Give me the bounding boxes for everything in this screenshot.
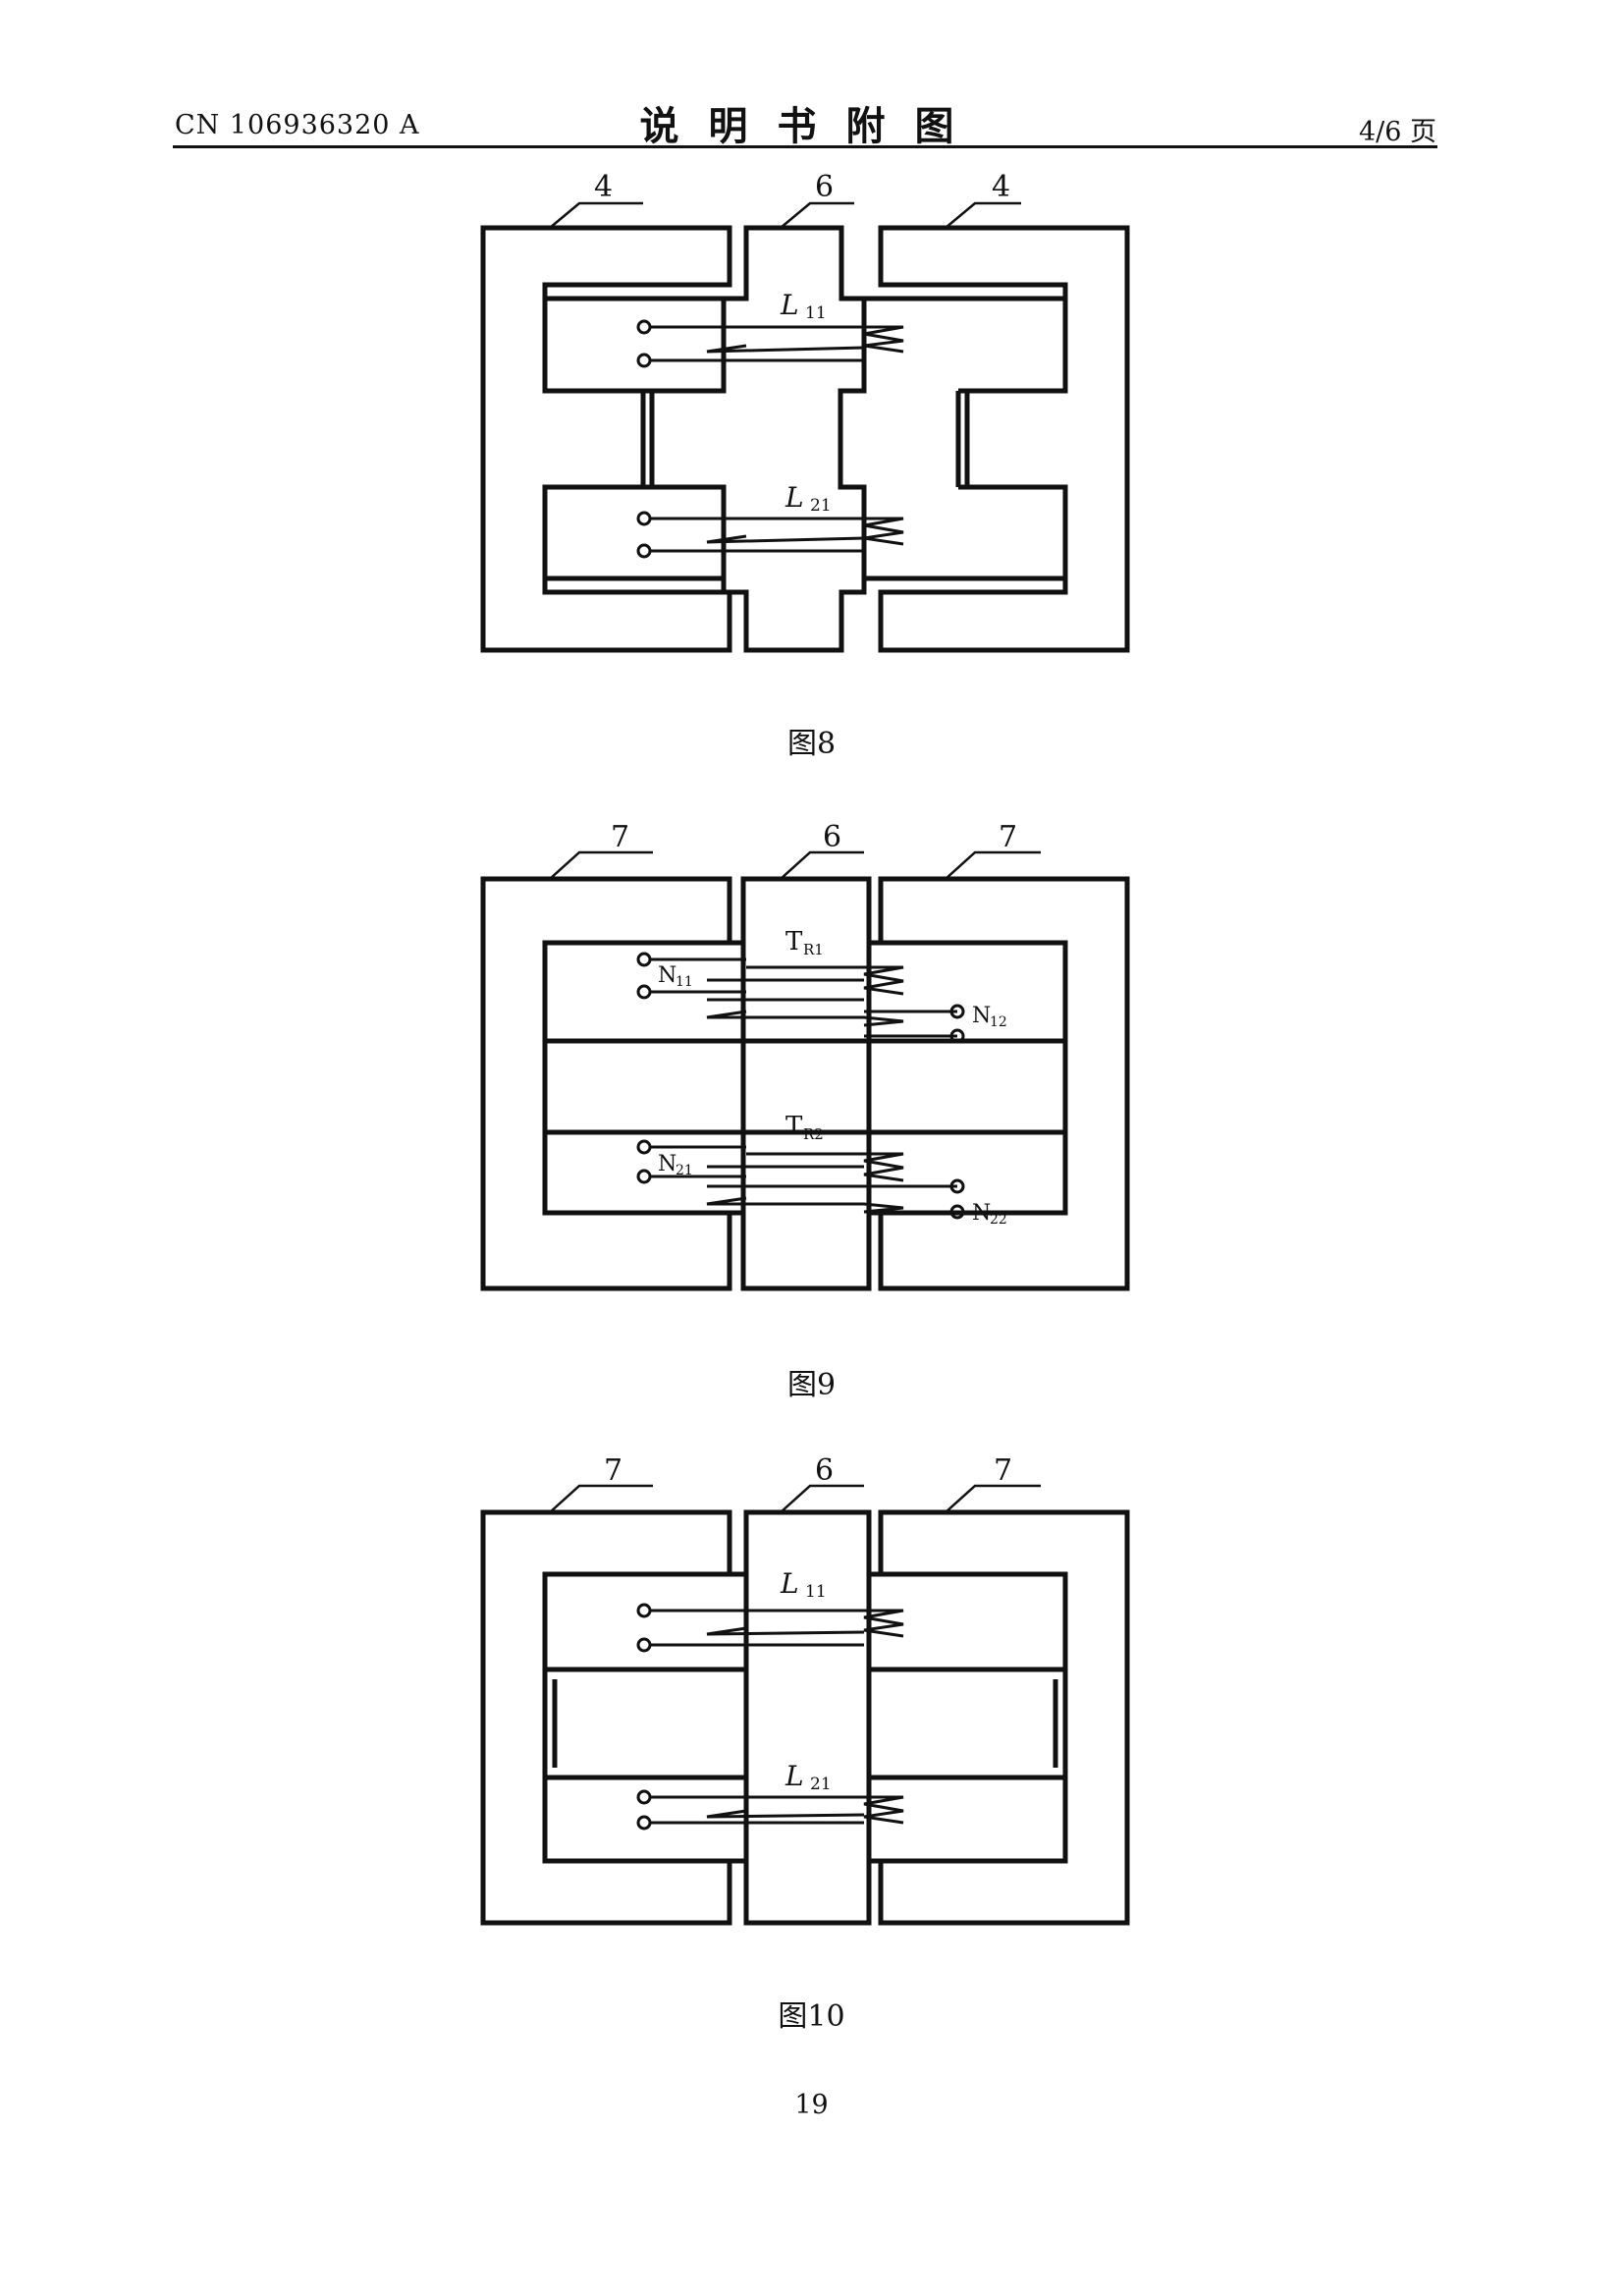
header-rule (173, 145, 1437, 148)
fig9-callout-left: 7 (611, 820, 629, 854)
fig8-callout-left: 4 (594, 170, 613, 204)
fig9-label-n11-sub: 11 (676, 974, 693, 990)
fig8-label-l21: L (784, 481, 804, 514)
fig9-label-tr1-sub: R1 (803, 941, 824, 958)
page-number: 19 (794, 2090, 829, 2120)
figure-8-caption: 图8 (786, 727, 837, 761)
fig8-winding-l11 (636, 319, 904, 368)
fig10-callout-right: 7 (994, 1453, 1012, 1488)
figure-8-diagram: L 11 L 21 4 6 4 (480, 170, 1130, 653)
figure-9-caption: 图9 (786, 1368, 837, 1402)
fig9-label-n21-sub: 21 (676, 1163, 693, 1178)
fig9-label-n12-sub: 12 (990, 1014, 1007, 1030)
fig8-label-l11-sub: 11 (805, 303, 827, 323)
fig8-left-core (480, 225, 732, 653)
fig9-label-tr2-sub: R2 (803, 1125, 824, 1143)
page-title: 说明书附图 (639, 104, 984, 149)
fig8-right-core (878, 225, 1130, 653)
figure-10-diagram: L 11 L 21 7 6 7 (480, 1453, 1130, 1926)
fig8-label-l21-sub: 21 (810, 496, 832, 516)
fig9-label-n22-sub: 22 (990, 1212, 1007, 1228)
fig8-label-l11: L (780, 289, 799, 321)
fig10-label-l11: L (780, 1567, 799, 1600)
fig10-callout-center: 6 (815, 1453, 834, 1488)
patent-number: CN 106936320 A (175, 110, 420, 140)
fig10-callout-left: 7 (604, 1453, 622, 1488)
fig10-center-core (743, 1509, 872, 1926)
fig9-winding-tr2 (636, 1139, 965, 1220)
fig10-winding-l21 (636, 1789, 904, 1831)
fig8-center-core (649, 225, 867, 653)
fig9-label-n12: N (972, 1004, 991, 1028)
fig8-callout-center: 6 (815, 170, 834, 204)
fig9-left-core (480, 876, 732, 1291)
fig8-callout-right: 4 (992, 170, 1010, 204)
figure-10-caption: 图10 (778, 1999, 845, 2034)
fig8-winding-l21 (636, 511, 904, 559)
fig9-center-core (740, 876, 872, 1291)
fig9-winding-tr1 (636, 952, 965, 1044)
fig10-label-l21: L (784, 1760, 804, 1792)
fig10-winding-l11 (636, 1603, 904, 1653)
fig9-label-n11: N (658, 963, 676, 988)
fig9-label-n21: N (658, 1152, 676, 1176)
fig10-label-l11-sub: 11 (805, 1582, 827, 1602)
fig9-callout-right: 7 (999, 820, 1017, 854)
fig9-label-tr1: T (785, 927, 803, 957)
fig9-label-tr2: T (785, 1112, 803, 1141)
page-indicator: 4/6 页 (1358, 117, 1436, 147)
figure-9-diagram: T R1 N 11 N 12 T R2 N 21 N 22 7 6 7 (480, 820, 1130, 1291)
fig9-callout-center: 6 (823, 820, 841, 854)
fig9-label-n22: N (972, 1201, 991, 1226)
fig10-label-l21-sub: 21 (810, 1775, 832, 1794)
